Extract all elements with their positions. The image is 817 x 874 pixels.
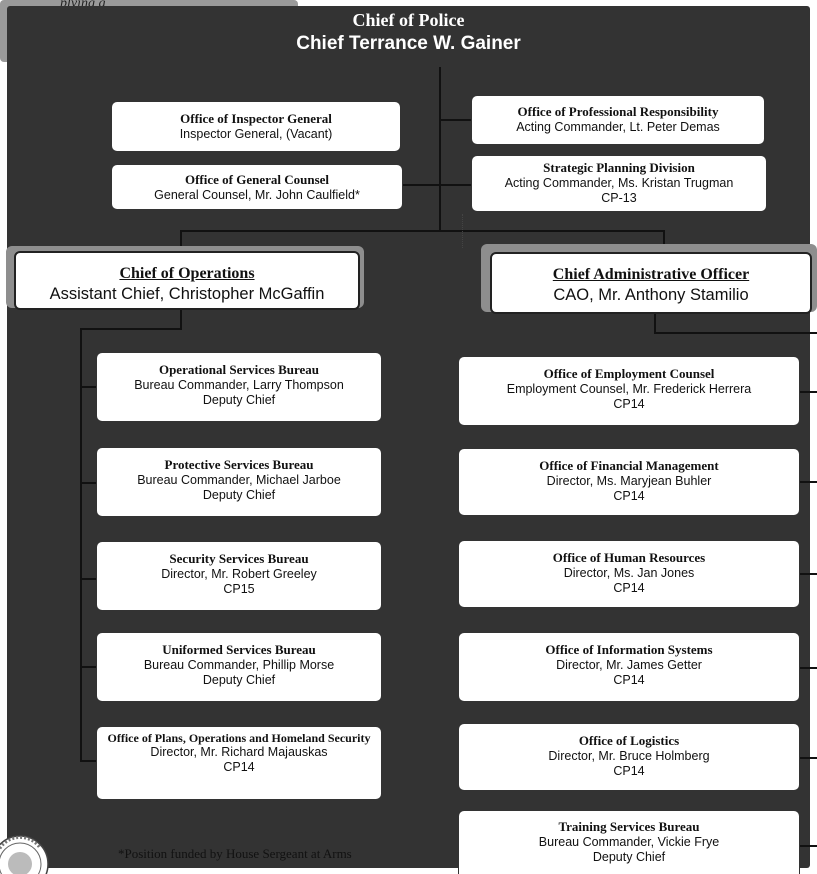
office-professional-responsibility-box: Office of Professional Responsibility Ac… [471, 95, 765, 145]
staff-title: Office of Inspector General [180, 111, 332, 126]
unit-title: Uniformed Services Bureau [162, 642, 316, 657]
ops-top-bar [80, 328, 182, 330]
drop-administration [663, 230, 665, 252]
staff-line: Acting Commander, Lt. Peter Demas [516, 119, 720, 134]
dotted-connector-oig [400, 127, 439, 128]
ops-branch [80, 666, 96, 668]
admin-branch [800, 757, 817, 759]
chief-administrative-officer-box: Chief Administrative Officer CAO, Mr. An… [490, 252, 812, 314]
unit-line: Director, Mr. James Getter [556, 657, 702, 672]
ops-branch [80, 482, 96, 484]
unit-line: Director, Mr. Bruce Holmberg [548, 748, 710, 763]
footnote: *Position funded by House Sergeant at Ar… [118, 846, 352, 861]
unit-title: Protective Services Bureau [164, 457, 314, 472]
unit-title: Office of Employment Counsel [543, 366, 715, 381]
division-title: Chief of Operations [119, 265, 255, 282]
unit-line: Director, Ms. Jan Jones [563, 565, 695, 580]
division-head-name: Assistant Chief, Christopher McGaffin [49, 285, 325, 303]
unit-line: Employment Counsel, Mr. Frederick Herrer… [506, 381, 752, 396]
office-logistics-box: Office of Logistics Director, Mr. Bruce … [458, 723, 800, 791]
unit-line: Director, Ms. Maryjean Buhler [546, 473, 712, 488]
unit-line: CP14 [613, 488, 645, 503]
unit-line: Bureau Commander, Michael Jarboe [137, 472, 341, 487]
unit-title: Office of Financial Management [539, 458, 719, 473]
admin-branch [800, 667, 817, 669]
ops-drop [180, 310, 182, 330]
trunk-line [439, 67, 441, 232]
chief-of-operations-box: Chief of Operations Assistant Chief, Chr… [14, 251, 360, 310]
unit-line: Director, Mr. Richard Majauskas [150, 745, 328, 760]
admin-drop [654, 314, 656, 334]
unit-title: Office of Logistics [578, 733, 680, 748]
unit-title: Office of Plans, Operations and Homeland… [107, 731, 371, 745]
staff-line: CP-13 [601, 190, 637, 205]
ops-branch [80, 760, 96, 762]
stray-dotted-mark [462, 214, 463, 248]
unit-line: Bureau Commander, Phillip Morse [143, 657, 335, 672]
office-general-counsel-box: Office of General Counsel General Counse… [111, 164, 403, 210]
office-financial-management-box: Office of Financial Management Director,… [458, 448, 800, 516]
security-services-bureau-box: Security Services Bureau Director, Mr. R… [96, 541, 382, 611]
unit-line: CP14 [223, 760, 255, 775]
connector-opr [441, 119, 471, 121]
protective-services-bureau-box: Protective Services Bureau Bureau Comman… [96, 447, 382, 517]
office-inspector-general-box: Office of Inspector General Inspector Ge… [111, 101, 401, 152]
office-plans-operations-homeland-security-box: Office of Plans, Operations and Homeland… [96, 726, 382, 800]
admin-branch [800, 481, 817, 483]
unit-title: Training Services Bureau [558, 819, 700, 834]
unit-line: CP14 [613, 672, 645, 687]
training-services-bureau-box: Training Services Bureau Bureau Commande… [458, 810, 800, 874]
operational-services-bureau-box: Operational Services Bureau Bureau Comma… [96, 352, 382, 422]
division-head-name: CAO, Mr. Anthony Stamilio [553, 286, 749, 304]
staff-title: Office of General Counsel [184, 172, 330, 187]
strategic-planning-division-box: Strategic Planning Division Acting Comma… [471, 155, 767, 212]
office-human-resources-box: Office of Human Resources Director, Ms. … [458, 540, 800, 608]
staff-line: Inspector General, (Vacant) [179, 126, 333, 141]
unit-line: Director, Mr. Robert Greeley [161, 566, 317, 581]
drop-operations [180, 230, 182, 252]
office-employment-counsel-box: Office of Employment Counsel Employment … [458, 356, 800, 426]
ops-spine [80, 328, 82, 762]
admin-top-bar [654, 332, 817, 334]
staff-title: Strategic Planning Division [543, 160, 695, 175]
cropped-note: plying g [60, 0, 106, 12]
division-split-line [180, 230, 665, 232]
staff-line: Acting Commander, Ms. Kristan Trugman [504, 175, 734, 190]
unit-line: CP15 [223, 581, 255, 596]
chief-title: Chief of Police [352, 10, 465, 30]
unit-title: Office of Information Systems [545, 642, 713, 657]
uniformed-services-bureau-box: Uniformed Services Bureau Bureau Command… [96, 632, 382, 702]
unit-line: CP14 [613, 580, 645, 595]
admin-branch [800, 573, 817, 575]
admin-branch [800, 391, 817, 393]
unit-title: Office of Human Resources [552, 550, 706, 565]
unit-line: CP14 [613, 763, 645, 778]
unit-title: Security Services Bureau [169, 551, 309, 566]
unit-line: Deputy Chief [202, 487, 276, 502]
unit-title: Operational Services Bureau [158, 362, 320, 377]
unit-line: Deputy Chief [202, 392, 276, 407]
unit-line: Deputy Chief [202, 672, 276, 687]
ops-branch [80, 578, 96, 580]
unit-line: CP14 [613, 396, 645, 411]
unit-line: Deputy Chief [592, 849, 666, 864]
ops-branch [80, 386, 96, 388]
chief-name: Chief Terrance W. Gainer [296, 33, 521, 54]
office-information-systems-box: Office of Information Systems Director, … [458, 632, 800, 702]
staff-title: Office of Professional Responsibility [517, 104, 719, 119]
capitol-police-seal-icon [0, 835, 49, 874]
staff-line: General Counsel, Mr. John Caulfield* [154, 187, 360, 202]
connector-ogc [403, 184, 439, 186]
admin-branch [800, 845, 817, 847]
connector-spd [441, 184, 471, 186]
unit-line: Bureau Commander, Larry Thompson [134, 377, 344, 392]
division-title: Chief Administrative Officer [552, 266, 750, 283]
unit-line: Bureau Commander, Vickie Frye [538, 834, 720, 849]
